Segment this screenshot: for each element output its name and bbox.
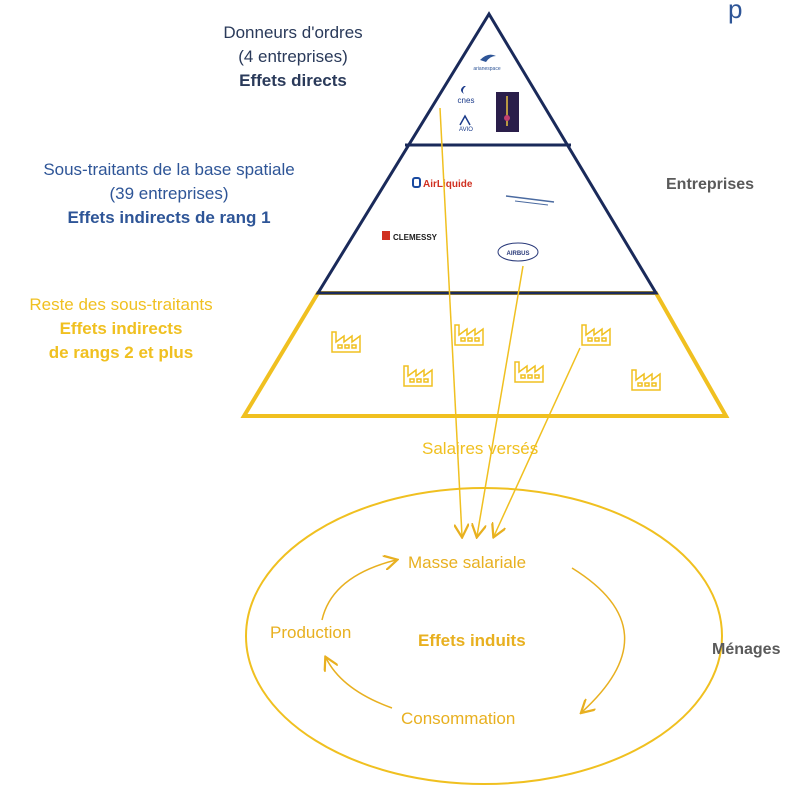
cycle-arrow-masse-to-consommation — [571, 567, 626, 712]
menages-label: Ménages — [712, 641, 781, 658]
airliquide-logo: AirLiquide — [412, 177, 473, 190]
cycle-arrow-production-to-masse — [321, 560, 396, 621]
tier3-effect: Effets indirects — [59, 319, 183, 338]
flow-arrow — [494, 347, 581, 536]
tier3-label: Reste des sous-traitants Effets indirect… — [2, 293, 240, 365]
tier1-effect: Effets directs — [239, 71, 347, 90]
top-right-partial-text: p — [728, 0, 743, 24]
tier1-title: Donneurs d'ordres — [223, 23, 363, 42]
factory-icon — [454, 324, 484, 346]
tier1-count: (4 entreprises) — [238, 47, 348, 66]
tier3-effect-2: de rangs 2 et plus — [48, 343, 194, 362]
tier1-label: Donneurs d'ordres (4 entreprises) Effets… — [198, 21, 388, 93]
entreprises-label: Entreprises — [666, 176, 755, 193]
svg-text:AIRBUS: AIRBUS — [506, 251, 529, 257]
production-label: Production — [270, 623, 352, 642]
svg-text:arianespace: arianespace — [473, 66, 500, 72]
factory-icon — [581, 324, 611, 346]
cycle-arrow-consommation-to-production — [326, 658, 393, 709]
effets-induits-label: Effets induits — [418, 631, 526, 650]
flow-arrow — [439, 107, 462, 536]
factory-icon — [514, 361, 544, 383]
cnes-logo: cnes — [458, 86, 475, 105]
arianespace-logo: arianespace — [473, 54, 501, 72]
thales-style-logo — [505, 195, 555, 206]
tier2-title: Sous-traitants de la base spatiale — [43, 160, 295, 179]
airbus-logo: AIRBUS — [497, 242, 539, 262]
clemessy-logo: CLEMESSY — [382, 231, 438, 242]
tier2-effect: Effets indirects de rang 1 — [67, 208, 271, 227]
tier2-label: Sous-traitants de la base spatiale (39 e… — [4, 158, 334, 230]
tier3-trapezoid — [240, 291, 730, 418]
svg-text:AVIO: AVIO — [459, 127, 473, 133]
tier1-2-triangle — [315, 11, 659, 295]
factory-icon — [403, 365, 433, 387]
avio-logo: AVIO — [459, 114, 473, 133]
svg-text:cnes: cnes — [458, 96, 475, 105]
masse-salariale-label: Masse salariale — [408, 553, 527, 572]
factory-icon — [631, 369, 661, 391]
ariane-group-logo — [496, 92, 519, 132]
households-ellipse — [245, 487, 723, 785]
svg-text:AirLiquide: AirLiquide — [423, 179, 473, 190]
tier2-count: (39 entreprises) — [109, 184, 229, 203]
salaires-verses-label: Salaires versés — [422, 439, 539, 458]
factory-icon — [331, 331, 361, 353]
consommation-label: Consommation — [401, 709, 516, 728]
svg-text:CLEMESSY: CLEMESSY — [393, 233, 438, 242]
tier3-title: Reste des sous-traitants — [29, 295, 213, 314]
flow-arrow — [477, 265, 524, 536]
